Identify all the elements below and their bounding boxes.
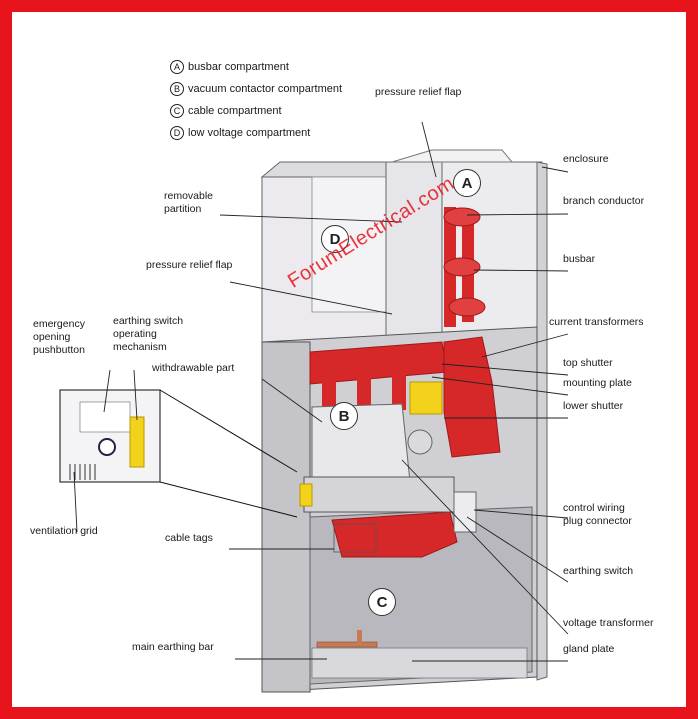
earthing-mechanism-yellow bbox=[299, 483, 313, 507]
compartment-letter-c: C bbox=[368, 588, 396, 616]
label-enclosure: enclosure bbox=[563, 153, 609, 165]
contact-arm-mid bbox=[357, 372, 371, 412]
legend-item-vacuum-contactor: B vacuum contactor compartment bbox=[170, 78, 342, 100]
earthing-bar-riser bbox=[357, 630, 362, 646]
legend-letter: D bbox=[170, 126, 184, 140]
compartment-letter-b: B bbox=[330, 402, 358, 430]
label-main-earthing-bar: main earthing bar bbox=[132, 641, 214, 653]
label-line: removable bbox=[164, 190, 214, 202]
compartment-letter-a: A bbox=[453, 169, 481, 197]
label-control-wiring: control wiring plug connector bbox=[563, 502, 632, 528]
label-line: control wiring bbox=[563, 502, 625, 514]
label-withdrawable-part: withdrawable part bbox=[152, 362, 235, 374]
legend-item-cable: C cable compartment bbox=[170, 100, 342, 122]
label-top-shutter: top shutter bbox=[563, 357, 613, 369]
legend-item-low-voltage: D low voltage compartment bbox=[170, 122, 342, 144]
legend-item-busbar: A busbar compartment bbox=[170, 56, 342, 78]
legend-letter: A bbox=[170, 60, 184, 74]
label-line: plug connector bbox=[563, 515, 632, 527]
label-line: mechanism bbox=[113, 341, 167, 353]
lower-cable-lug bbox=[331, 511, 458, 558]
leader-lines bbox=[73, 121, 569, 662]
busbar-insulator-3 bbox=[448, 297, 486, 317]
legend-letter: B bbox=[170, 82, 184, 96]
voltage-transformer-part bbox=[407, 429, 433, 455]
label-pressure-relief-flap-top: pressure relief flap bbox=[375, 86, 462, 98]
busbar-insulator-1 bbox=[443, 207, 481, 227]
label-lower-shutter: lower shutter bbox=[563, 400, 624, 412]
legend-text: cable compartment bbox=[188, 105, 282, 117]
label-emergency-pushbutton: emergency opening pushbutton bbox=[33, 318, 85, 357]
ventilation-grid-pattern bbox=[69, 464, 96, 480]
inset-emergency-button bbox=[98, 438, 116, 456]
mounting-plate bbox=[409, 381, 443, 415]
label-earthing-switch: earthing switch bbox=[563, 565, 634, 577]
label-pressure-relief-flap-left: pressure relief flap bbox=[146, 259, 233, 271]
earthing-bar bbox=[316, 641, 378, 648]
compartment-letter-d: D bbox=[321, 225, 349, 253]
withdrawable-part-base bbox=[303, 476, 455, 513]
pressure-relief-flap-top bbox=[391, 149, 514, 163]
withdrawable-part-body bbox=[311, 403, 411, 488]
label-gland-plate: gland plate bbox=[563, 643, 615, 655]
contact-arm-right bbox=[392, 370, 406, 410]
label-current-transformers: current transformers bbox=[549, 316, 644, 328]
left-door bbox=[261, 341, 311, 693]
label-removable-partition: removable partition bbox=[164, 190, 213, 216]
label-busbar: busbar bbox=[563, 253, 596, 265]
label-branch-conductor: branch conductor bbox=[563, 195, 645, 207]
gland-plate bbox=[311, 647, 528, 679]
label-cable-tags: cable tags bbox=[165, 532, 213, 544]
label-earthing-switch-mechanism: earthing switch operating mechanism bbox=[113, 315, 183, 354]
label-line: pushbutton bbox=[33, 344, 85, 356]
legend-text: low voltage compartment bbox=[188, 127, 311, 139]
lv-compartment-top bbox=[260, 161, 387, 178]
inset-yellow-handle bbox=[129, 416, 145, 468]
cable-tags-box bbox=[333, 523, 377, 553]
legend-text: busbar compartment bbox=[188, 61, 289, 73]
busbar-insulator-2 bbox=[443, 257, 481, 277]
label-voltage-transformer: voltage transformer bbox=[563, 617, 654, 629]
label-line: operating bbox=[113, 328, 157, 340]
legend-letter: C bbox=[170, 104, 184, 118]
legend-text: vacuum contactor compartment bbox=[188, 83, 343, 95]
contact-arm-left bbox=[322, 372, 336, 410]
control-wiring-connector bbox=[453, 491, 477, 533]
label-line: partition bbox=[164, 203, 202, 215]
label-line: emergency bbox=[33, 318, 85, 330]
enclosure-right-wall bbox=[536, 161, 548, 681]
label-line: opening bbox=[33, 331, 71, 343]
current-transformer-block bbox=[443, 336, 501, 458]
label-line: earthing switch bbox=[113, 315, 184, 327]
label-ventilation-grid: ventilation grid bbox=[30, 525, 98, 537]
switchgear-illustration bbox=[59, 121, 569, 693]
label-mounting-plate: mounting plate bbox=[563, 377, 632, 389]
compartment-legend: A busbar compartment B vacuum contactor … bbox=[170, 56, 342, 144]
